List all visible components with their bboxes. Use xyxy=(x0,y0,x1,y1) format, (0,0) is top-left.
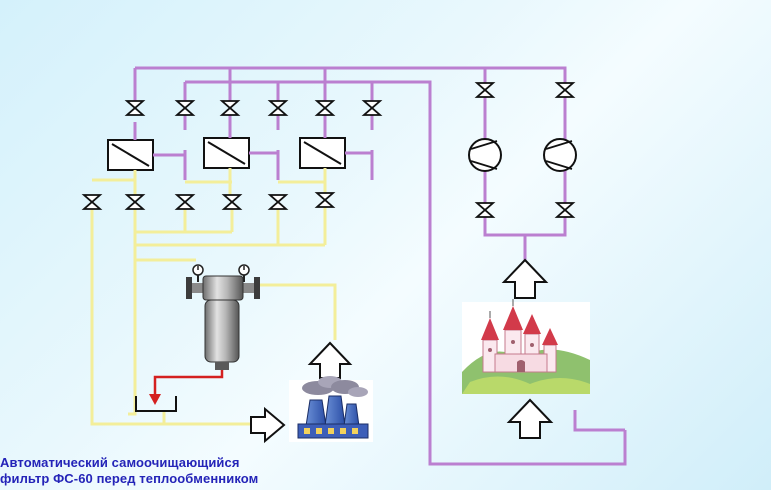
drain-tray xyxy=(135,396,177,412)
filter-unit-2 xyxy=(203,137,250,169)
drain-arrow-icon xyxy=(149,370,224,405)
flow-arrow-up-castle xyxy=(506,398,554,439)
valve-icon[interactable] xyxy=(126,194,144,210)
valve-icon[interactable] xyxy=(556,82,574,98)
self-cleaning-filter-icon xyxy=(186,264,260,370)
filter-unit-1 xyxy=(107,139,154,171)
primary-piping xyxy=(133,66,627,466)
flow-arrow-right-plant xyxy=(250,406,286,444)
valve-icon[interactable] xyxy=(269,100,287,116)
valve-icon[interactable] xyxy=(83,194,101,210)
valve-icon[interactable] xyxy=(176,194,194,210)
caption-line-2: фильтр ФС-60 перед теплообменником xyxy=(0,471,259,486)
valve-icon[interactable] xyxy=(221,100,239,116)
valve-icon[interactable] xyxy=(556,202,574,218)
power-plant-icon xyxy=(289,376,373,442)
flow-arrow-up-pumps xyxy=(501,258,549,299)
pump-2 xyxy=(543,138,577,172)
valve-icon[interactable] xyxy=(269,194,287,210)
valve-icon[interactable] xyxy=(126,100,144,116)
filter-unit-3 xyxy=(299,137,346,169)
valve-icon[interactable] xyxy=(476,82,494,98)
pump-1 xyxy=(468,138,502,172)
valve-icon[interactable] xyxy=(316,192,334,208)
valve-icon[interactable] xyxy=(363,100,381,116)
valve-icon[interactable] xyxy=(476,202,494,218)
caption-line-1: Автоматический самоочищающийся xyxy=(0,455,240,470)
flow-arrow-up-plant xyxy=(307,341,353,379)
valve-icon[interactable] xyxy=(176,100,194,116)
castle-town-icon xyxy=(462,299,590,394)
diagram-caption: Автоматический самоочищающийся фильтр ФС… xyxy=(0,455,420,487)
valve-icon[interactable] xyxy=(316,100,334,116)
valve-icon[interactable] xyxy=(223,194,241,210)
